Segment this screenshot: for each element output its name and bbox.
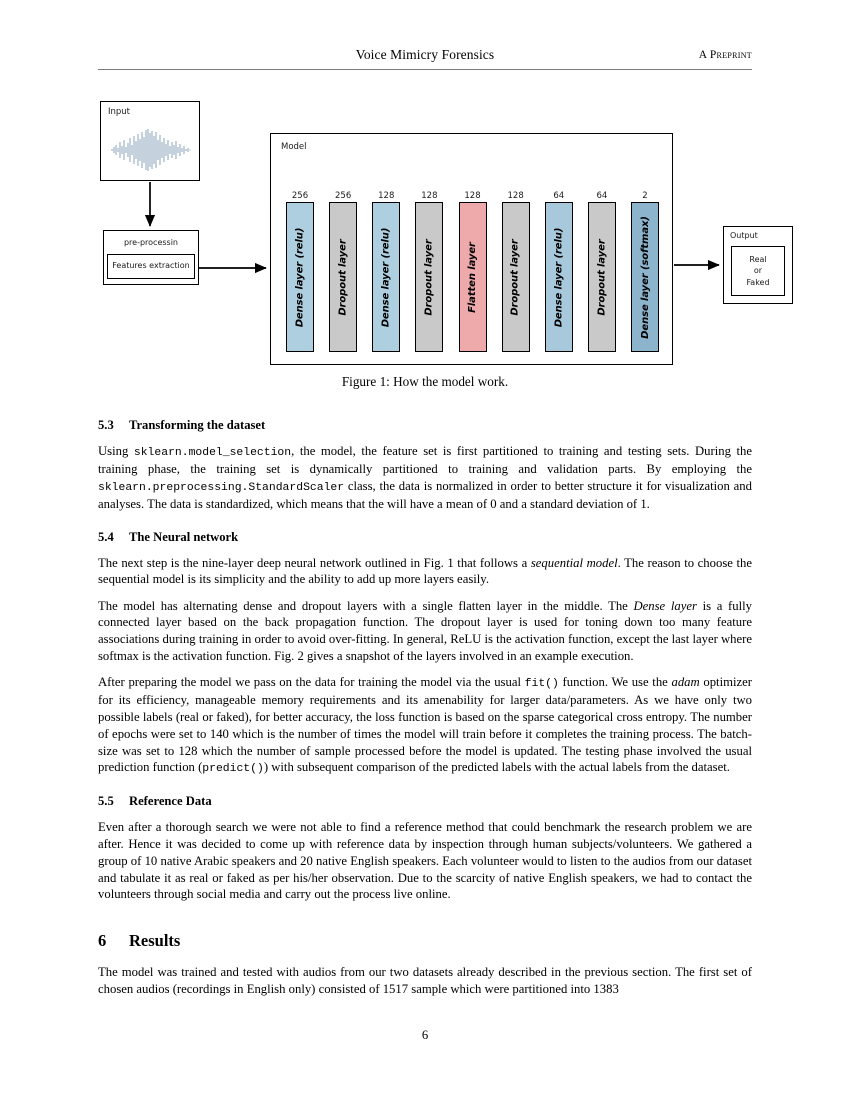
preprocessing-box: pre-processin Features extraction — [103, 230, 199, 285]
p54-3c: optimizer for its efficiency, manageable… — [98, 675, 752, 775]
model-layer-3-bar: Dense layer (relu) — [372, 202, 401, 352]
heading-5-3: 5.3 Transforming the dataset — [98, 418, 752, 433]
model-layer-7-count: 64 — [553, 190, 565, 201]
model-layer-7-label: Dense layer (relu) — [553, 227, 565, 327]
model-layer-8-bar: Dropout layer — [587, 202, 616, 352]
p53-code-model-selection: sklearn.model_selection — [133, 447, 292, 459]
model-layer-8-count: 64 — [596, 190, 608, 201]
model-layer-9-count: 2 — [642, 190, 648, 201]
p54-2b: is a fully connected layer based on the … — [98, 598, 753, 663]
model-layer-5-label: Flatten layer — [467, 241, 479, 313]
heading-5-3-number: 5.3 — [98, 418, 114, 432]
model-layer-4-label: Dropout layer — [423, 238, 435, 316]
paragraph-5-5-1: Even after a thorough search we were not… — [98, 820, 752, 902]
paragraph-5-3-1: Using sklearn.model_selection, the model… — [98, 443, 752, 513]
model-layer-6-label: Dropout layer — [510, 238, 522, 316]
model-layer-2-bar: Dropout layer — [329, 202, 358, 352]
model-layer-5-bar: Flatten layer — [458, 202, 487, 352]
heading-6: 6 Results — [98, 931, 752, 951]
figure-caption: Figure 1: How the model work. — [341, 374, 509, 389]
output-box-label: Output — [730, 231, 758, 240]
p54-1-italic: sequential model — [530, 555, 618, 570]
p54-3b: function. We use the — [558, 675, 672, 690]
input-box: Input — [100, 101, 200, 181]
page-number: 6 — [421, 1028, 429, 1042]
p54-1b: . The reason to choose the sequential mo… — [98, 555, 752, 587]
input-box-label: Input — [108, 107, 131, 117]
running-header: Voice Mimicry Forensics A Preprint — [98, 47, 752, 69]
features-extraction-label: Features extraction — [112, 261, 190, 270]
model-box-label: Model — [281, 142, 307, 152]
p54-code-predict: predict() — [202, 763, 264, 776]
model-layer-1-count: 256 — [291, 190, 309, 201]
model-layer-3-count: 128 — [378, 190, 395, 201]
heading-5-4: 5.4 The Neural network — [98, 530, 752, 545]
heading-5-5-title: Reference Data — [129, 794, 212, 809]
model-layer-2-count: 256 — [335, 190, 352, 201]
p54-3a: After preparing the model we pass on the… — [98, 675, 525, 690]
model-layer-9-bar: Dense layer (softmax) — [631, 202, 659, 352]
model-layer-6-count: 128 — [507, 190, 524, 201]
model-layer-4-count: 128 — [421, 190, 438, 201]
heading-5-4-number: 5.4 — [98, 529, 114, 544]
section-spacer — [98, 920, 752, 931]
model-layer-7-bar: Dense layer (relu) — [544, 202, 573, 352]
header-preprint-label: A Preprint — [698, 49, 752, 61]
p53-code-standardscaler: sklearn.preprocessing.StandardScaler — [98, 481, 345, 494]
figure-1-diagram: Input — [98, 96, 793, 396]
heading-6-title: Results — [129, 931, 181, 951]
model-layer-6-bar: Dropout layer — [501, 202, 530, 352]
header-paper-title: Voice Mimicry Forensics — [355, 47, 495, 62]
p54-1a: The next step is the nine-layer deep neu… — [98, 555, 531, 570]
output-line-or: or — [753, 266, 763, 276]
paper-body: 5.3 Transforming the dataset Using sklear… — [98, 418, 752, 1007]
heading-5-5: 5.5 Reference Data — [98, 794, 752, 809]
model-layer-9-label: Dense layer (softmax) — [639, 215, 651, 339]
model-layer-5-count: 128 — [464, 190, 481, 201]
heading-5-5-number: 5.5 — [98, 794, 114, 809]
features-extraction-box: Features extraction — [107, 254, 195, 279]
audio-waveform-icon — [111, 129, 191, 171]
heading-5-4-title: The Neural network — [129, 529, 239, 544]
model-layer-1-label: Dense layer (relu) — [294, 227, 306, 327]
paragraph-5-4-1: The next step is the nine-layer deep neu… — [98, 555, 752, 589]
model-layer-1-bar: Dense layer (relu) — [286, 202, 314, 352]
p53-a: Using — [98, 444, 134, 458]
header-divider — [98, 69, 752, 70]
p54-2-italic: Dense layer — [633, 598, 697, 613]
paragraph-5-4-2: The model has alternating dense and drop… — [98, 598, 752, 665]
paragraph-5-4-3: After preparing the model we pass on the… — [98, 674, 752, 777]
paragraph-6-1: The model was trained and tested with au… — [98, 965, 752, 996]
p54-3d: ) with subsequent comparison of the pred… — [263, 760, 730, 775]
p53-b: , the model, the feature set is first pa… — [98, 444, 753, 477]
model-layer-8-label: Dropout layer — [596, 238, 608, 316]
model-layer-4-bar: Dropout layer — [415, 202, 444, 352]
model-layer-3-label: Dense layer (relu) — [380, 227, 392, 327]
output-result-box: Real or Faked — [731, 246, 785, 296]
output-line-faked: Faked — [746, 277, 770, 287]
output-box: Output Real or Faked — [723, 226, 793, 304]
model-layer-2-label: Dropout layer — [337, 238, 349, 316]
heading-6-number: 6 — [98, 931, 107, 951]
p53-c: class, the data is normalized in order t… — [98, 478, 752, 511]
p54-2a: The model has alternating dense and drop… — [98, 598, 634, 613]
heading-5-3-title: Transforming the dataset — [129, 418, 266, 432]
preprocessing-label: pre-processin — [123, 238, 179, 247]
p54-3-italic: adam — [671, 675, 700, 690]
p54-code-fit: fit() — [524, 678, 559, 691]
output-line-real: Real — [749, 254, 767, 264]
